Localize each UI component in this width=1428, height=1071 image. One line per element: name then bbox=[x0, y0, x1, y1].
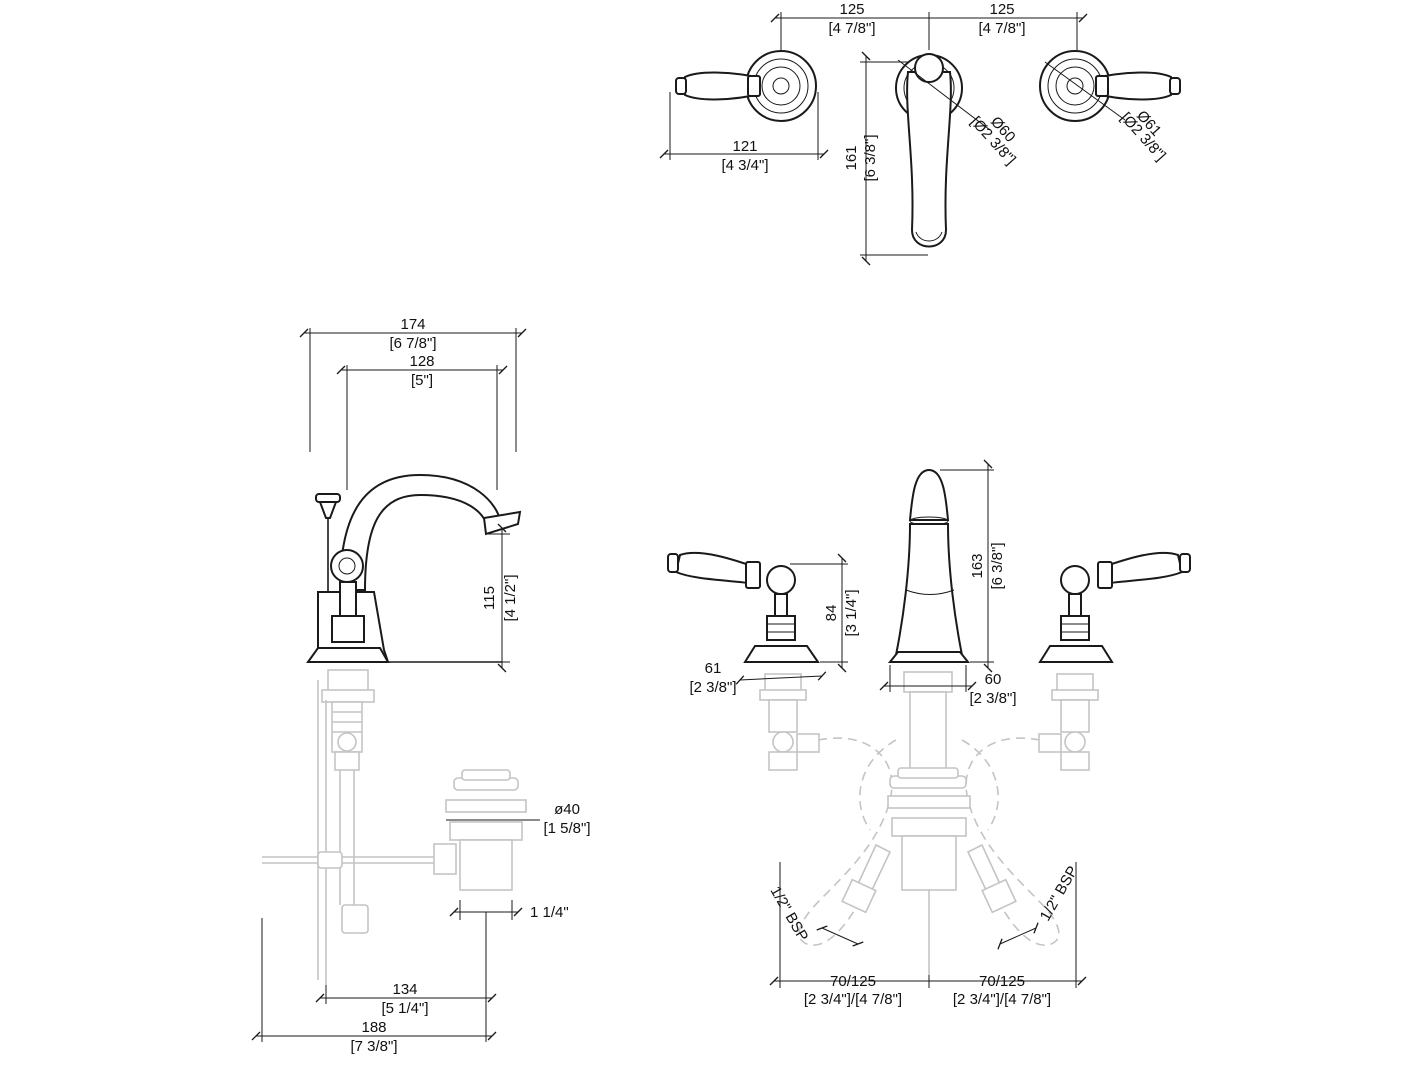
dim-overall-depth-inch: [6 7/8"] bbox=[389, 335, 436, 352]
front-view: 84 [3 1/4"] 163 [6 3/8"] 61 [2 3/8"] 60 … bbox=[667, 459, 1191, 1008]
dim-front-handle-height-inch: [3 1/4"] bbox=[843, 589, 860, 636]
dim-top-left-inch: [4 7/8"] bbox=[828, 20, 875, 37]
front-left-handle bbox=[667, 551, 820, 663]
dim-spout-base-mm: 60 bbox=[985, 671, 1002, 688]
front-dimension-lines bbox=[735, 459, 1087, 988]
dim-top-right-mm: 125 bbox=[989, 1, 1014, 18]
dim-drain-dia-inch: [1 5/8"] bbox=[543, 820, 590, 837]
top-right-handle bbox=[1039, 50, 1181, 122]
dim-side-spout-height-mm: 115 bbox=[481, 586, 498, 610]
dim-handle-base-inch: [2 3/8"] bbox=[689, 679, 736, 696]
dim-overall-length-inch: [7 3/8"] bbox=[350, 1038, 397, 1055]
dim-rod-to-drain-mm: 134 bbox=[392, 981, 417, 998]
dim-front-spout-height-mm: 163 bbox=[969, 553, 986, 578]
side-faucet bbox=[306, 473, 522, 663]
dim-front-spout-height-inch: [6 3/8"] bbox=[989, 542, 1006, 589]
dim-front-handle-height-mm: 84 bbox=[823, 605, 840, 622]
dim-spout-reach-mm: 128 bbox=[409, 353, 434, 370]
top-left-handle bbox=[675, 50, 817, 122]
side-plumbing bbox=[262, 669, 527, 985]
dim-connection-left: 1/2" BSP bbox=[767, 884, 812, 945]
dim-hose-left-mm: 70/125 bbox=[830, 973, 876, 990]
dim-hose-right-mm: 70/125 bbox=[979, 973, 1025, 990]
dim-top-left-mm: 125 bbox=[839, 1, 864, 18]
side-dimension-lines bbox=[251, 328, 540, 1042]
dim-spout-base-inch: [2 3/8"] bbox=[969, 690, 1016, 707]
dim-hose-right-inch: [2 3/4"]/[4 7/8"] bbox=[953, 991, 1051, 1008]
top-view: 125 [4 7/8"] 125 [4 7/8"] 121 [4 3/4"] 1… bbox=[659, 1, 1181, 266]
front-right-handle bbox=[1038, 551, 1191, 663]
top-dimension-lines bbox=[659, 12, 1126, 266]
front-spout bbox=[887, 468, 971, 663]
dim-spout-length-inch: [6 3/8"] bbox=[862, 134, 879, 181]
dim-overall-length-mm: 188 bbox=[361, 1019, 386, 1036]
dim-drain-dia-mm: ø40 bbox=[554, 801, 580, 818]
dim-hose-left-inch: [2 3/4"]/[4 7/8"] bbox=[804, 991, 902, 1008]
dim-drain-thread: 1 1/4" bbox=[530, 904, 569, 921]
dim-handle-base-mm: 61 bbox=[705, 660, 722, 677]
dim-handle-length-inch: [4 3/4"] bbox=[721, 157, 768, 174]
dim-handle-length-mm: 121 bbox=[732, 138, 757, 155]
dim-rod-to-drain-inch: [5 1/4"] bbox=[381, 1000, 428, 1017]
dim-connection-right: 1/2" BSP bbox=[1037, 863, 1082, 924]
dim-overall-depth-mm: 174 bbox=[400, 316, 425, 333]
dim-side-spout-height-inch: [4 1/2"] bbox=[502, 574, 519, 621]
front-plumbing bbox=[759, 671, 1099, 975]
dim-top-right-inch: [4 7/8"] bbox=[978, 20, 1025, 37]
dim-spout-length-mm: 161 bbox=[843, 145, 860, 170]
side-view: 174 [6 7/8"] 128 [5"] 115 [4 1/2"] ø40 [… bbox=[251, 316, 591, 1055]
top-spout bbox=[895, 53, 963, 248]
dim-spout-reach-inch: [5"] bbox=[411, 372, 433, 389]
